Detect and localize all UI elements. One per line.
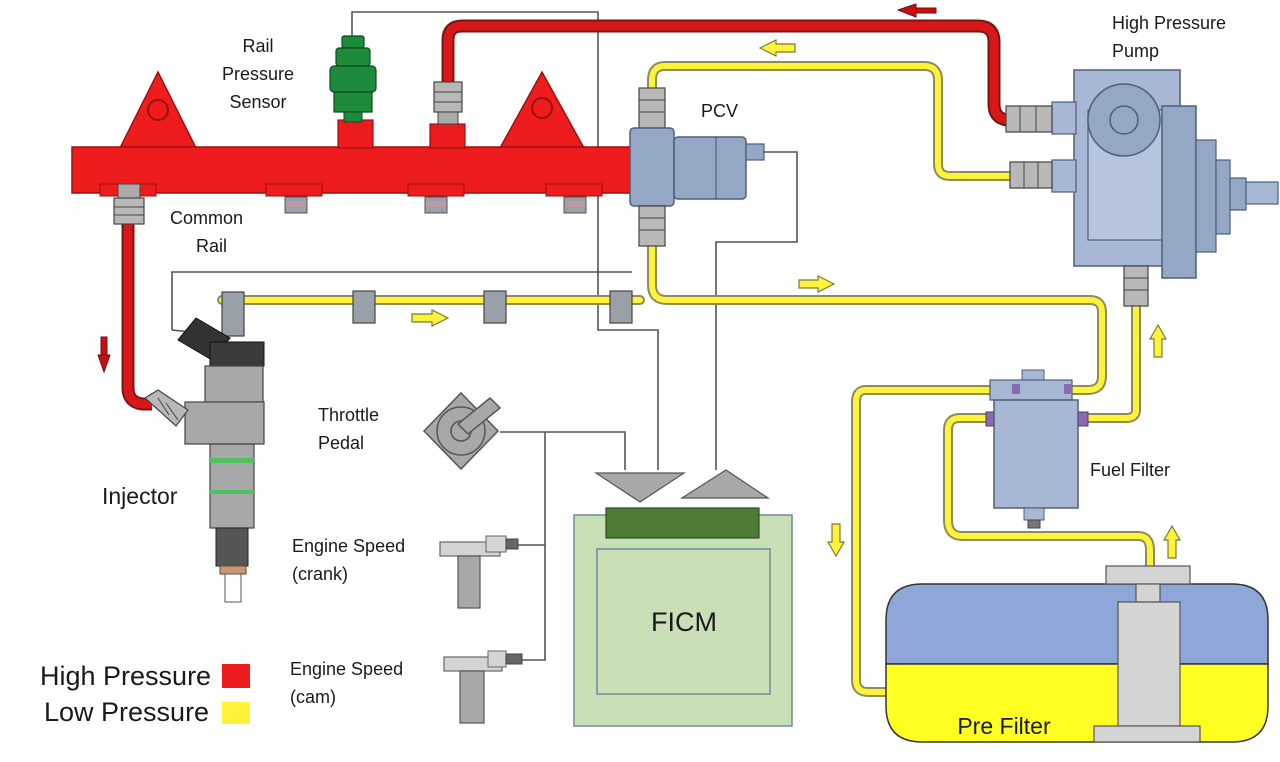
throttle-pedal-icon bbox=[422, 391, 502, 471]
label-rail-pressure-sensor-2: Pressure bbox=[222, 64, 294, 84]
label-throttle-pedal-1: Throttle bbox=[318, 405, 379, 425]
legend-label-high-pressure: High Pressure bbox=[40, 661, 211, 691]
label-engine-speed-cam-1: Engine Speed bbox=[290, 659, 403, 679]
label-ficm: FICM bbox=[651, 607, 717, 637]
label-rail-pressure-sensor-1: Rail bbox=[242, 36, 273, 56]
label-fuel-filter: Fuel Filter bbox=[1090, 460, 1170, 480]
label-throttle-pedal-2: Pedal bbox=[318, 433, 364, 453]
legend-swatch-high-pressure bbox=[222, 664, 250, 688]
common-rail bbox=[71, 70, 633, 225]
label-rail-pressure-sensor-3: Sensor bbox=[229, 92, 286, 112]
label-engine-speed-crank-2: (crank) bbox=[292, 564, 348, 584]
high-pressure-pump bbox=[1005, 69, 1279, 307]
label-pcv: PCV bbox=[701, 101, 738, 121]
label-high-pressure-pump-1: High Pressure bbox=[1112, 13, 1226, 33]
pcv-valve bbox=[629, 87, 765, 247]
ficm-module bbox=[573, 469, 793, 727]
label-pre-filter: Pre Filter bbox=[957, 713, 1051, 739]
flow-arrows bbox=[97, 3, 1182, 559]
flow-arrow-icon bbox=[1162, 524, 1182, 559]
pre-filter-tank bbox=[885, 565, 1269, 743]
flow-arrow-icon bbox=[758, 39, 796, 57]
low-pressure-lines bbox=[217, 61, 1155, 697]
flow-arrow-icon bbox=[826, 523, 846, 558]
legend-swatch-low-pressure bbox=[222, 702, 250, 724]
label-common-rail-1: Common bbox=[170, 208, 243, 228]
flow-arrow-icon bbox=[798, 275, 836, 293]
speed-sensor-icon bbox=[439, 535, 519, 609]
flow-arrow-icon bbox=[97, 336, 111, 374]
return-line-fittings bbox=[221, 290, 633, 337]
label-injector: Injector bbox=[102, 483, 178, 509]
flow-arrow-icon bbox=[896, 3, 937, 18]
label-engine-speed-crank-1: Engine Speed bbox=[292, 536, 405, 556]
label-common-rail-2: Rail bbox=[196, 236, 227, 256]
legend-label-low-pressure: Low Pressure bbox=[44, 697, 209, 727]
pressure-sensor-icon bbox=[329, 35, 377, 123]
label-high-pressure-pump-2: Pump bbox=[1112, 41, 1159, 61]
label-engine-speed-cam-2: (cam) bbox=[290, 687, 336, 707]
speed-sensor-icon bbox=[443, 650, 523, 724]
labels: Rail Pressure Sensor High Pressure Pump … bbox=[102, 13, 1226, 739]
high-pressure-lines bbox=[121, 19, 1020, 411]
flow-arrow-icon bbox=[411, 309, 450, 327]
legend: High Pressure Low Pressure bbox=[40, 661, 250, 727]
fuel-filter bbox=[985, 369, 1089, 529]
injector bbox=[144, 317, 265, 603]
flow-arrow-icon bbox=[1148, 323, 1168, 358]
